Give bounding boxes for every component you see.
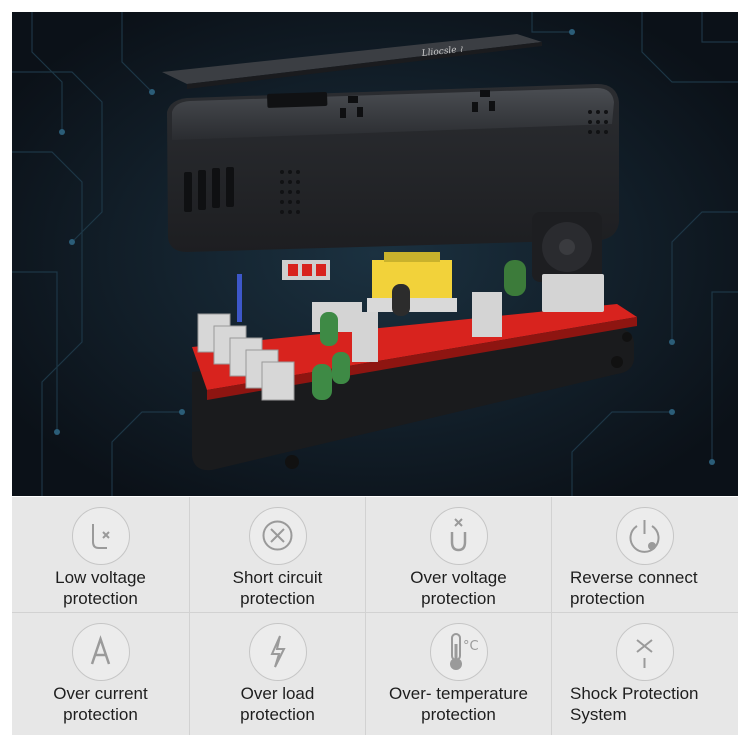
capacitors [312,260,526,400]
over-voltage-icon [429,507,488,565]
led-display-window [267,91,328,108]
background-trace-nodes [54,29,715,465]
mounting-screws [285,332,632,469]
usb-ports [197,313,295,401]
inverter-exploded-illustration: Lliocsle ≀ [12,12,738,496]
over-load-icon [248,623,307,681]
low-voltage-icon [71,507,130,565]
svg-text:°C: °C [463,639,479,654]
over-current-icon [71,623,130,681]
ac-outlet-left [340,96,363,118]
inverter-lid [162,34,542,84]
fuse-component [237,274,242,322]
red-circuit-board [192,304,637,390]
background-circuit-traces [12,12,738,496]
over-temperature-icon: °C [429,623,488,681]
shock-protection-icon [616,623,674,681]
case-vents [184,167,234,212]
brand-logo: Lliocsle ≀ [420,45,464,59]
ac-outlet-right [472,90,495,112]
transformer [372,260,452,302]
short-circuit-icon [248,507,307,565]
product-hero-image: Lliocsle ≀ [12,12,738,496]
reverse-connect-icon [616,507,674,565]
